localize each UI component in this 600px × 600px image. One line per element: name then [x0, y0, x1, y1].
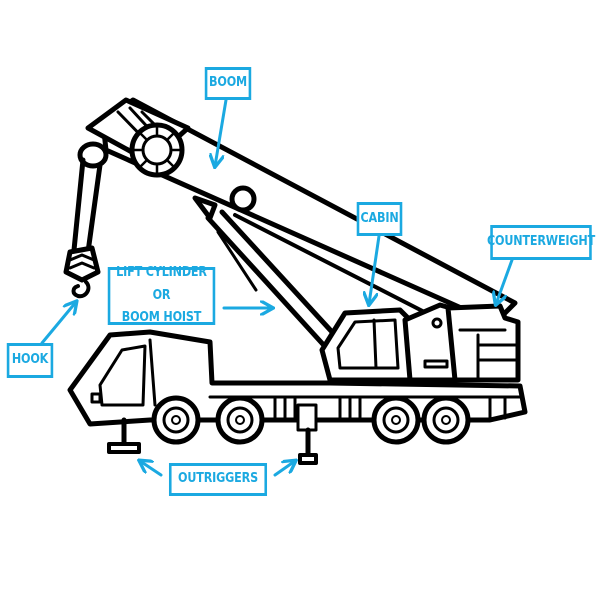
lift-cylinder-drawing: [192, 195, 347, 355]
lift-cylinder-label: LIFT CYLINDER OR BOOM HOIST: [107, 265, 216, 325]
counterweight-drawing: [402, 302, 521, 383]
cabin-arrow: [369, 234, 381, 304]
wheel: [421, 395, 471, 445]
counterweight-label-text: COUNTERWEIGHT: [486, 234, 596, 250]
cabin-label-text: CABIN: [360, 210, 399, 226]
cabin-label: CABIN: [356, 202, 403, 236]
wheel: [215, 395, 265, 445]
boom-arrow: [215, 98, 228, 166]
boom-label: BOOM: [204, 67, 252, 100]
wheel: [151, 395, 201, 445]
counterweight-arrow: [496, 258, 514, 304]
outriggers-drawing: [107, 403, 318, 465]
boom-drawing: [77, 97, 518, 326]
hook-label-text: HOOK: [11, 352, 49, 368]
wheels-drawing: [151, 395, 471, 445]
cabin-drawing: [319, 307, 415, 383]
wheel: [371, 395, 421, 445]
outriggers-arrow-right: [273, 461, 295, 477]
callout-arrows: [40, 98, 514, 477]
crane-drawing: [63, 97, 528, 465]
lift-cylinder-label-line2: BOOM HOIST: [121, 310, 202, 326]
lift-cylinder-label-line1: LIFT CYLINDER OR: [116, 264, 207, 303]
boom-label-text: BOOM: [209, 75, 247, 91]
counterweight-label: COUNTERWEIGHT: [487, 225, 595, 260]
outriggers-label: OUTRIGGERS: [168, 463, 268, 496]
outriggers-arrow-left: [140, 461, 163, 477]
hook-drawing: [63, 157, 103, 299]
hook-label: HOOK: [6, 343, 54, 378]
outriggers-label-text: OUTRIGGERS: [178, 471, 258, 487]
hook-arrow: [40, 302, 76, 345]
